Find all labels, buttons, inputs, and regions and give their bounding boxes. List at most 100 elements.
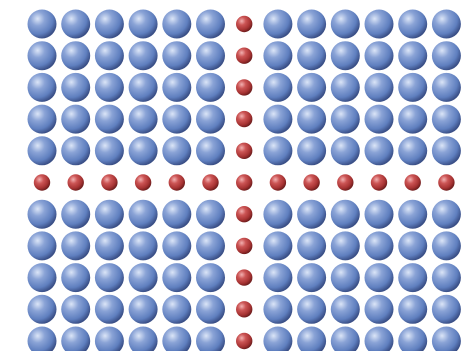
host-atom	[129, 136, 158, 165]
host-atom	[196, 105, 225, 134]
host-atom	[196, 10, 225, 39]
host-atom	[95, 200, 124, 229]
host-atom	[398, 105, 427, 134]
host-atom	[162, 263, 191, 292]
host-atom	[365, 105, 394, 134]
host-atom	[95, 231, 124, 260]
host-atom	[432, 231, 461, 260]
host-atom	[365, 10, 394, 39]
host-atom	[162, 327, 191, 351]
host-atom	[297, 327, 326, 351]
host-atom	[28, 200, 57, 229]
host-atom	[28, 295, 57, 324]
host-atom	[28, 10, 57, 39]
defect-atom	[34, 174, 50, 190]
defect-atom	[270, 174, 286, 190]
host-atom	[61, 231, 90, 260]
host-atom	[263, 73, 292, 102]
host-atom	[398, 200, 427, 229]
host-atom	[129, 327, 158, 351]
host-atom	[365, 263, 394, 292]
host-atom	[129, 200, 158, 229]
host-atom	[95, 136, 124, 165]
host-atom	[263, 10, 292, 39]
host-atom	[263, 295, 292, 324]
host-atom	[196, 41, 225, 70]
host-atom	[365, 231, 394, 260]
host-atom	[61, 200, 90, 229]
host-atom	[297, 41, 326, 70]
host-atom	[331, 105, 360, 134]
defect-atom	[236, 269, 252, 285]
host-atom	[331, 41, 360, 70]
defect-atom	[371, 174, 387, 190]
host-atom	[398, 295, 427, 324]
host-atom	[365, 200, 394, 229]
host-atom	[162, 105, 191, 134]
host-atom	[196, 200, 225, 229]
host-atom	[432, 105, 461, 134]
host-atom	[162, 295, 191, 324]
defect-atom	[101, 174, 117, 190]
host-atom	[365, 295, 394, 324]
defect-atom	[236, 333, 252, 349]
host-atom	[263, 327, 292, 351]
defect-atom	[169, 174, 185, 190]
host-atom	[95, 295, 124, 324]
host-atom	[61, 41, 90, 70]
host-atom	[365, 73, 394, 102]
host-atom	[61, 136, 90, 165]
defect-atom	[236, 238, 252, 254]
host-atom	[196, 136, 225, 165]
host-atom	[297, 136, 326, 165]
host-atom	[196, 295, 225, 324]
host-atom	[331, 73, 360, 102]
host-atom	[398, 263, 427, 292]
defect-atom	[236, 111, 252, 127]
host-atom	[162, 73, 191, 102]
host-atom	[129, 231, 158, 260]
host-atom	[297, 231, 326, 260]
host-atom	[95, 105, 124, 134]
host-atom	[61, 327, 90, 351]
defect-atom	[236, 301, 252, 317]
host-atom	[196, 231, 225, 260]
host-atom	[129, 105, 158, 134]
host-atom	[365, 327, 394, 351]
host-atom	[297, 200, 326, 229]
defect-atom	[236, 16, 252, 32]
host-atom	[95, 327, 124, 351]
host-atom	[95, 10, 124, 39]
host-atom	[263, 136, 292, 165]
host-atom	[263, 263, 292, 292]
host-atom	[432, 73, 461, 102]
host-atom	[365, 136, 394, 165]
host-atom	[432, 10, 461, 39]
host-atom	[196, 327, 225, 351]
host-atom	[263, 41, 292, 70]
defect-atom	[405, 174, 421, 190]
host-atom	[162, 136, 191, 165]
host-atom	[61, 263, 90, 292]
host-atom	[398, 10, 427, 39]
defect-atom	[438, 174, 454, 190]
host-atom	[432, 200, 461, 229]
defect-atom	[202, 174, 218, 190]
defect-atom	[236, 174, 252, 190]
host-atom	[196, 73, 225, 102]
defect-atom	[303, 174, 319, 190]
host-atom	[95, 263, 124, 292]
defect-atom	[68, 174, 84, 190]
host-atom	[28, 105, 57, 134]
host-atom	[196, 263, 225, 292]
host-atom	[162, 10, 191, 39]
host-atom	[297, 295, 326, 324]
host-atom	[263, 105, 292, 134]
host-atom	[297, 263, 326, 292]
host-atom	[61, 73, 90, 102]
host-atom	[432, 263, 461, 292]
host-atom	[331, 136, 360, 165]
defect-atom	[337, 174, 353, 190]
